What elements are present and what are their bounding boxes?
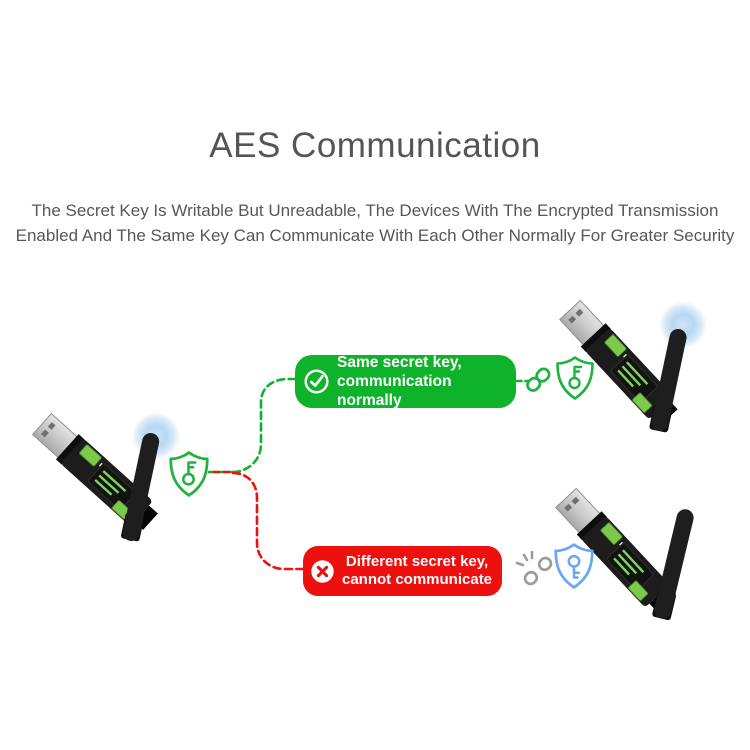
subtitle: The Secret Key Is Writable But Unreadabl…: [0, 199, 750, 248]
antenna: [652, 509, 694, 621]
connector-match-dashed-line: [231, 377, 297, 474]
mismatch-callout-label: Different secret key, cannot communicate: [342, 553, 492, 589]
usb-lora-dongle-mismatch-receiver: [552, 485, 694, 621]
antenna: [649, 328, 687, 433]
check-circle-icon: [304, 369, 329, 394]
match-label-line-1: Same secret key,: [337, 354, 462, 371]
usb-lora-dongle-match-receiver: [556, 297, 707, 433]
match-callout: Same secret key, communication normally: [295, 353, 516, 410]
match-callout-label: Same secret key, communication normally: [337, 353, 516, 410]
usb-lora-dongle-sender: [29, 410, 180, 542]
chain-broken-icon: [515, 550, 553, 586]
antenna: [121, 433, 160, 542]
connector-mismatch-dashed-line: [231, 471, 305, 571]
shield-key-icon-sender: [169, 451, 209, 497]
shield-key-icon-match-receiver: [556, 356, 594, 400]
mismatch-label-line-2: cannot communicate: [342, 571, 493, 588]
chain-link-icon: [526, 367, 551, 392]
x-circle-icon: [311, 559, 334, 583]
mismatch-label-line-1: Different secret key,: [345, 553, 489, 570]
match-label-line-2: communication normally: [337, 373, 452, 409]
subtitle-line-2: Enabled And The Same Key Can Communicate…: [15, 225, 735, 245]
mismatch-callout: Different secret key, cannot communicate: [303, 546, 502, 596]
page-title: AES Communication: [209, 126, 541, 165]
shield-key-icon-mismatch-receiver: [554, 543, 594, 589]
subtitle-line-1: The Secret Key Is Writable But Unreadabl…: [31, 201, 719, 220]
